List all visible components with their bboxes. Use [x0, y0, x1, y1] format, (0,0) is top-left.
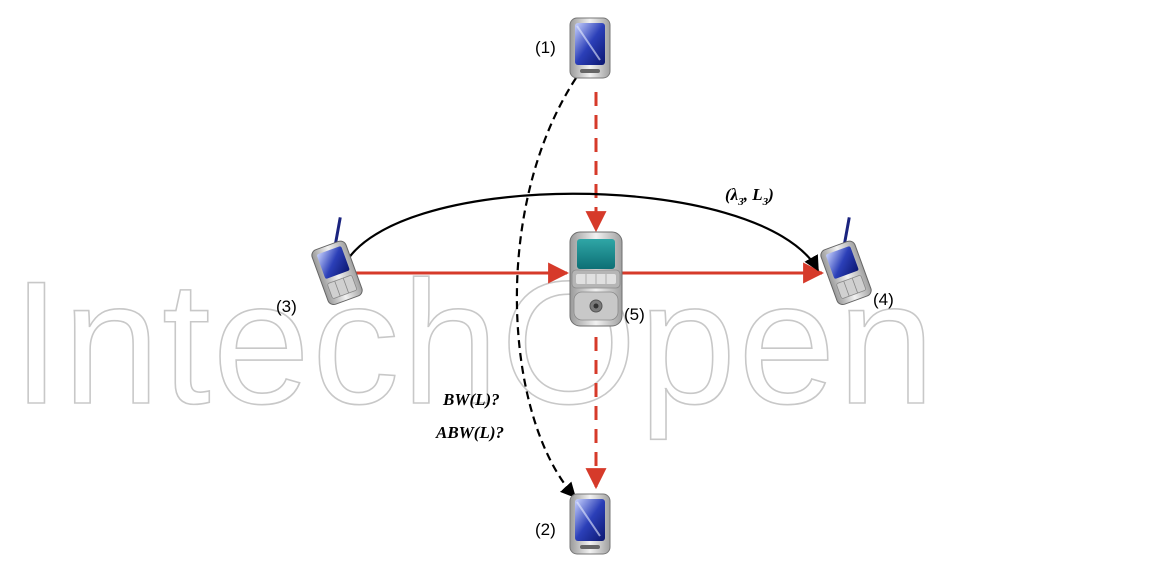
- query-label-bw: BW(L)?: [442, 390, 500, 409]
- flow-label-lambda: (λ: [725, 185, 739, 204]
- node-1: [569, 17, 611, 79]
- router-device-icon: [569, 231, 623, 327]
- node-1-label: (1): [535, 38, 556, 57]
- pda-icon: [569, 493, 611, 555]
- node-2: [569, 493, 611, 555]
- node-4: [820, 217, 872, 306]
- flow-label-close: ): [766, 185, 774, 204]
- flow-label-L-sub: 3: [762, 196, 769, 208]
- node-3-label: (3): [276, 297, 297, 316]
- node-4-label: (4): [873, 290, 894, 309]
- flow-label-lambda-sub: 3: [737, 196, 744, 208]
- node-3: [311, 217, 363, 306]
- pda-icon: [569, 17, 611, 79]
- handheld-antenna-icon: [311, 217, 363, 306]
- query-arc-1-to-2: [515, 77, 577, 499]
- handheld-antenna-icon: [820, 217, 872, 306]
- watermark-text: IntechOpen: [12, 246, 937, 441]
- flow-label: (λ3, L3): [725, 185, 774, 208]
- node-5: [569, 231, 623, 327]
- flow-arc-3-to-4: [339, 192, 819, 273]
- query-label-abw: ABW(L)?: [435, 423, 504, 442]
- node-2-label: (2): [535, 520, 556, 539]
- flow-label-L: L: [751, 185, 762, 204]
- node-5-label: (5): [624, 305, 645, 324]
- flow-label-sep: ,: [743, 185, 753, 204]
